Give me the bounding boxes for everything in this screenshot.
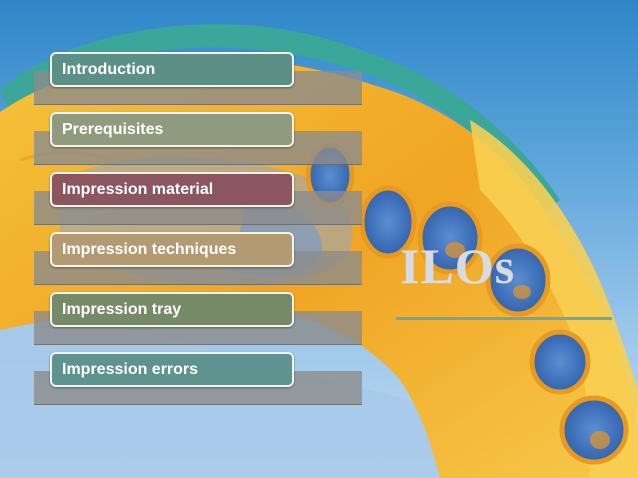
menu-item-impression-errors[interactable]: Impression errors bbox=[34, 352, 362, 405]
menu-item-label: Impression material bbox=[62, 181, 214, 198]
menu-item-introduction[interactable]: Introduction bbox=[34, 52, 362, 105]
menu-item-box[interactable]: Impression material bbox=[50, 172, 294, 207]
menu-item-box[interactable]: Introduction bbox=[50, 52, 294, 87]
menu-item-label: Impression errors bbox=[62, 361, 199, 378]
menu-item-label: Impression techniques bbox=[62, 241, 237, 258]
menu-item-box[interactable]: Impression tray bbox=[50, 292, 294, 327]
menu-item-impression-techniques[interactable]: Impression techniques bbox=[34, 232, 362, 285]
menu-item-box[interactable]: Impression techniques bbox=[50, 232, 294, 267]
menu-item-label: Prerequisites bbox=[62, 121, 164, 138]
menu-item-impression-tray[interactable]: Impression tray bbox=[34, 292, 362, 345]
menu-item-box[interactable]: Prerequisites bbox=[50, 112, 294, 147]
slide-title: ILOs bbox=[400, 238, 516, 294]
menu-item-impression-material[interactable]: Impression material bbox=[34, 172, 362, 225]
title-underline bbox=[396, 317, 612, 320]
menu-item-label: Impression tray bbox=[62, 301, 182, 318]
menu-item-prerequisites[interactable]: Prerequisites bbox=[34, 112, 362, 165]
menu-item-label: Introduction bbox=[62, 61, 156, 78]
menu-item-box[interactable]: Impression errors bbox=[50, 352, 294, 387]
